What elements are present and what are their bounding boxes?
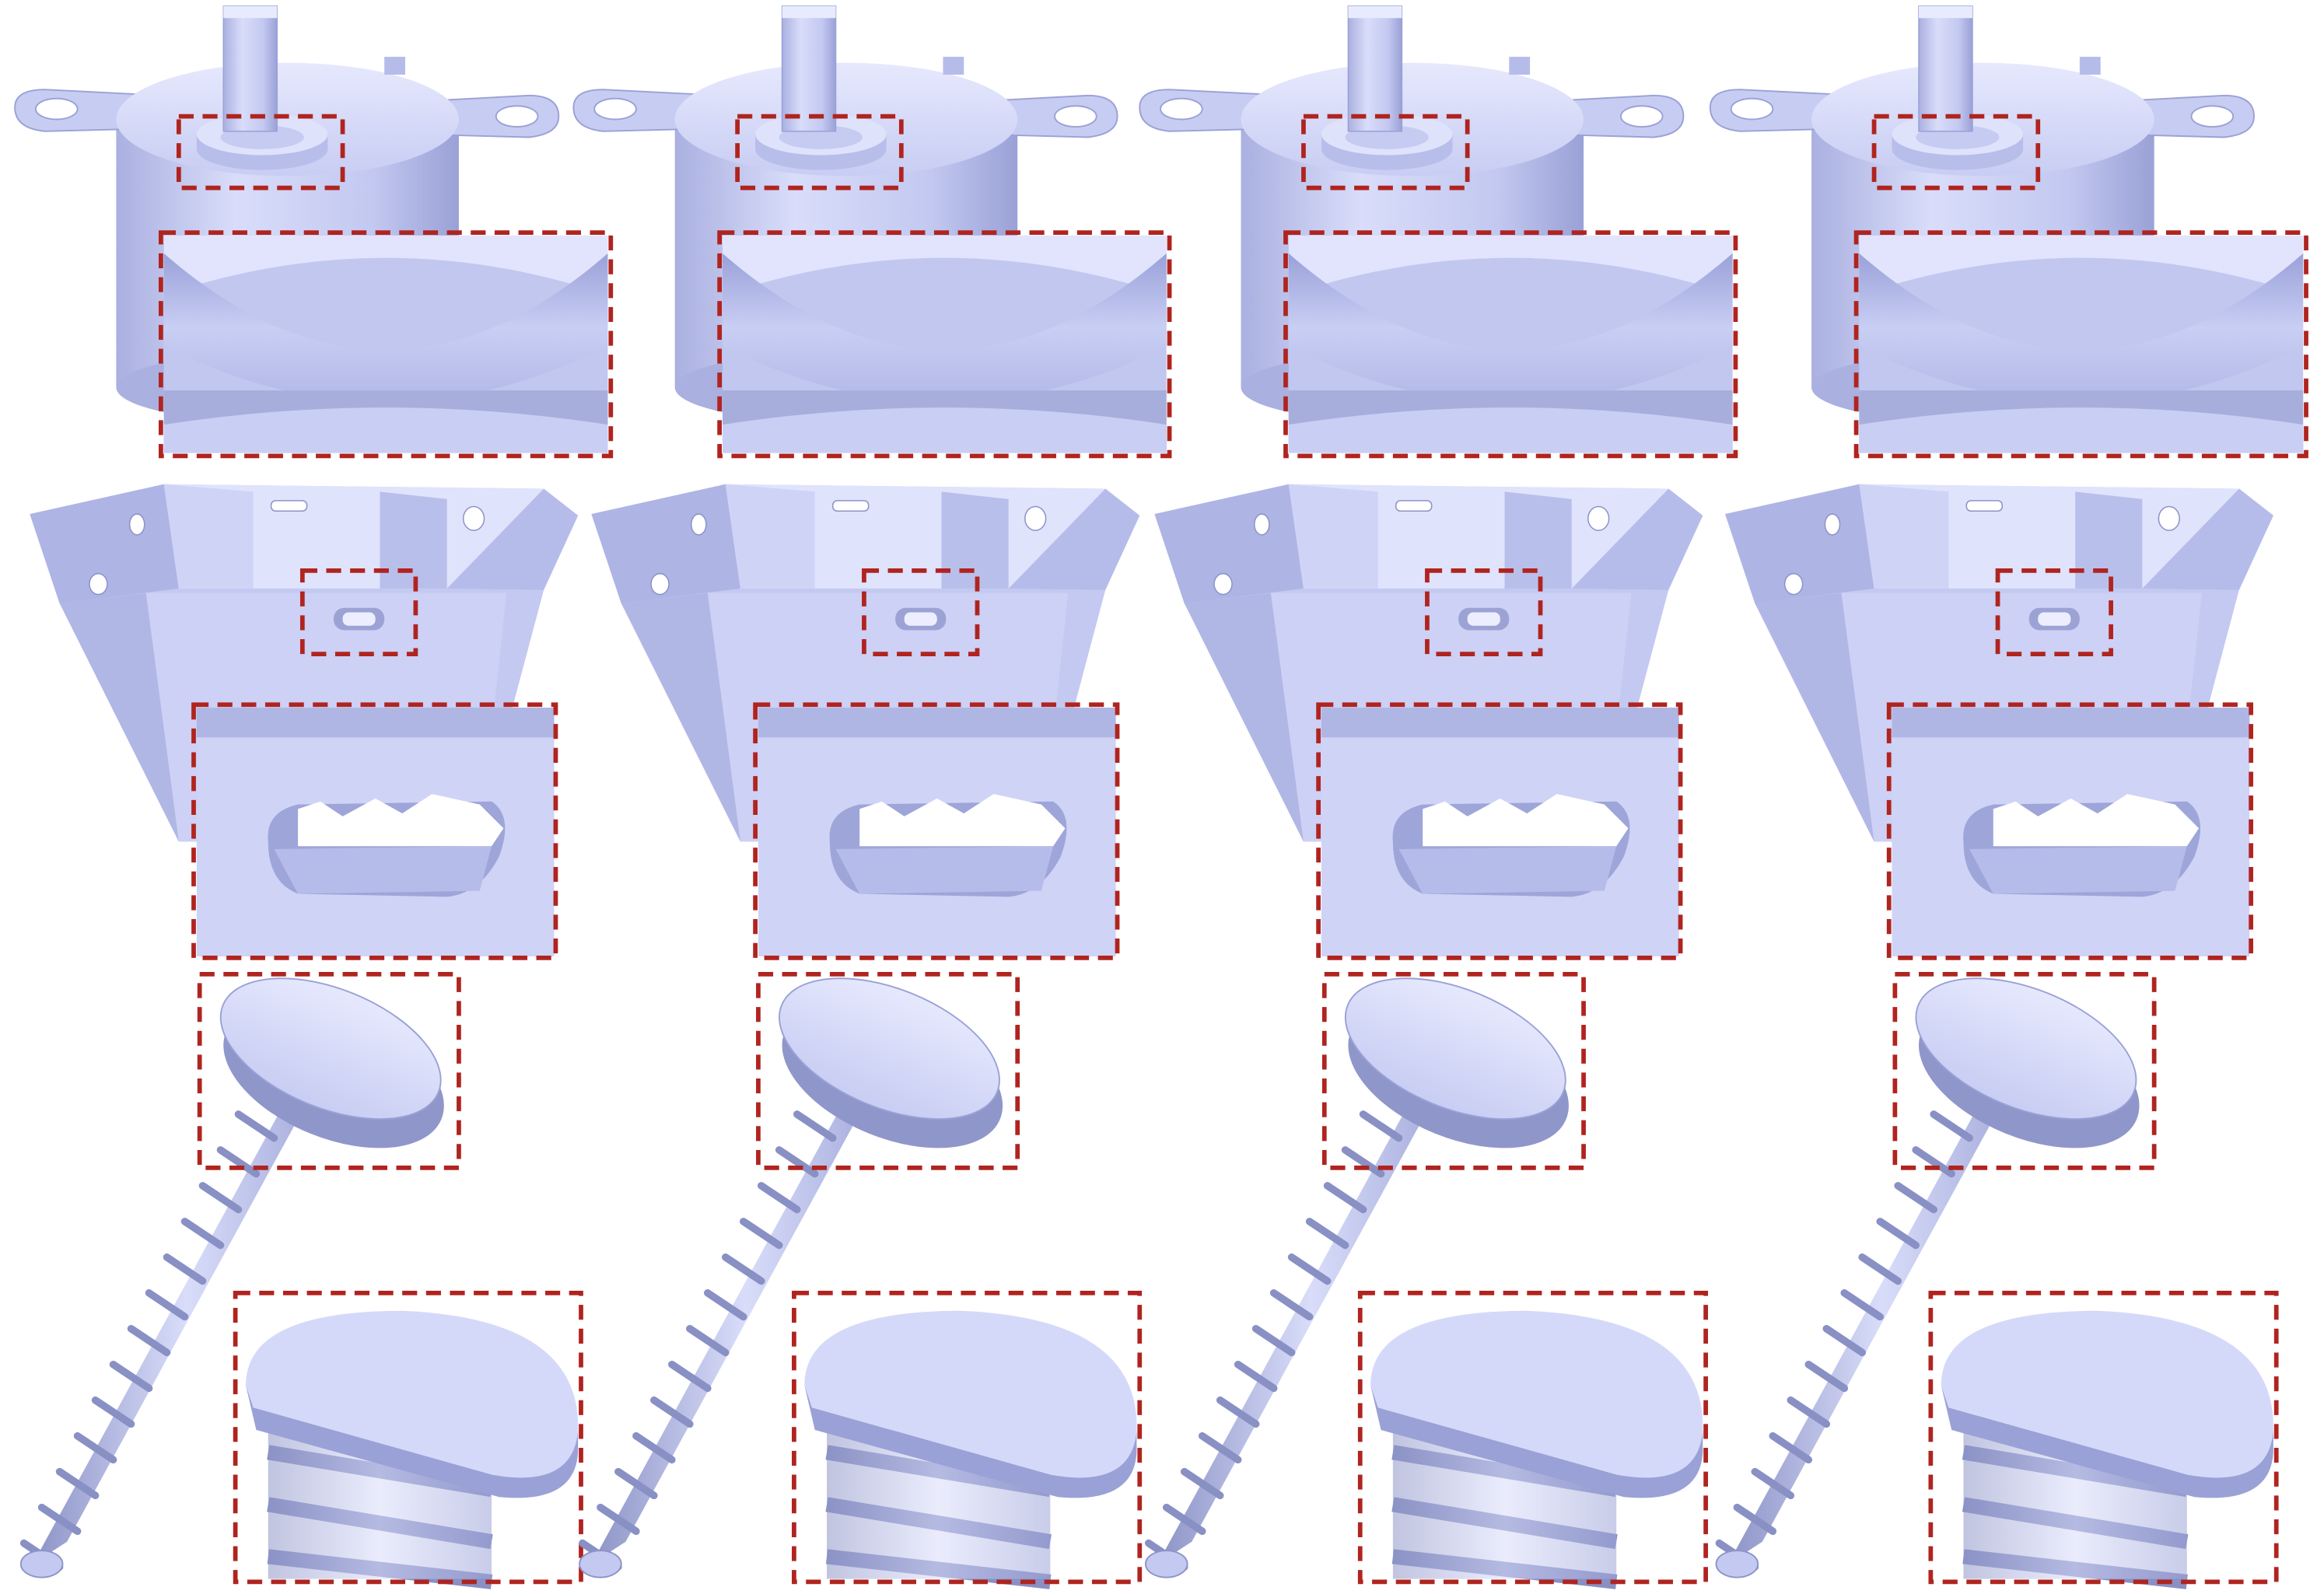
col-1-container bbox=[29, 483, 579, 960]
col-3-container bbox=[1153, 483, 1704, 960]
col-4-motor bbox=[1709, 5, 2308, 459]
col-3-motor bbox=[1139, 5, 1738, 459]
col-2-screw bbox=[579, 950, 1139, 1582]
col-2-container bbox=[590, 483, 1141, 960]
col-3-screw bbox=[1146, 950, 1706, 1582]
col-4-container bbox=[1724, 483, 2274, 960]
col-2-motor bbox=[572, 5, 1172, 459]
col-1-screw bbox=[21, 950, 581, 1582]
col-4-screw bbox=[1717, 950, 2277, 1582]
row-hexagonal-container bbox=[29, 483, 2274, 960]
col-1-motor bbox=[14, 5, 614, 459]
row-screw bbox=[21, 950, 2277, 1582]
row-stepper-motor bbox=[14, 5, 2308, 459]
